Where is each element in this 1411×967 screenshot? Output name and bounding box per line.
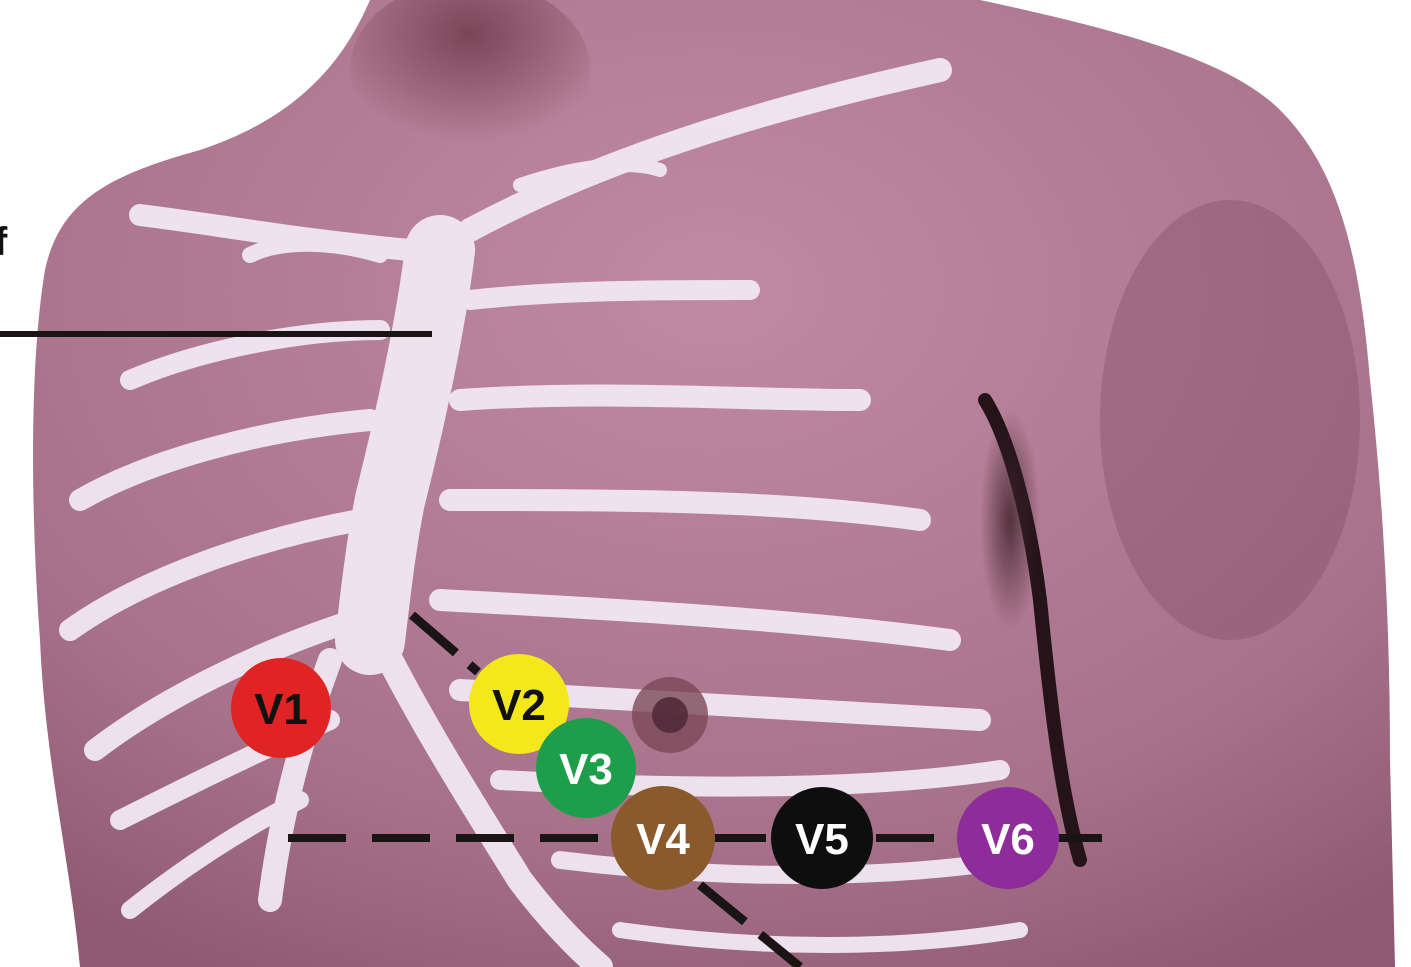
electrode-v5-label: V5 bbox=[795, 815, 849, 864]
electrode-v2-label: V2 bbox=[492, 681, 546, 730]
electrode-v6-label: V6 bbox=[981, 815, 1035, 864]
electrode-v1: V1 bbox=[231, 658, 331, 758]
electrode-v3: V3 bbox=[536, 718, 636, 818]
electrode-v4-label: V4 bbox=[636, 815, 690, 864]
electrode-v5: V5 bbox=[771, 787, 873, 889]
electrode-v4: V4 bbox=[611, 786, 715, 890]
electrode-v1-label: V1 bbox=[254, 685, 308, 734]
shoulder-shading bbox=[1100, 200, 1360, 640]
electrode-v3-label: V3 bbox=[559, 745, 613, 794]
electrode-v6: V6 bbox=[957, 787, 1059, 889]
